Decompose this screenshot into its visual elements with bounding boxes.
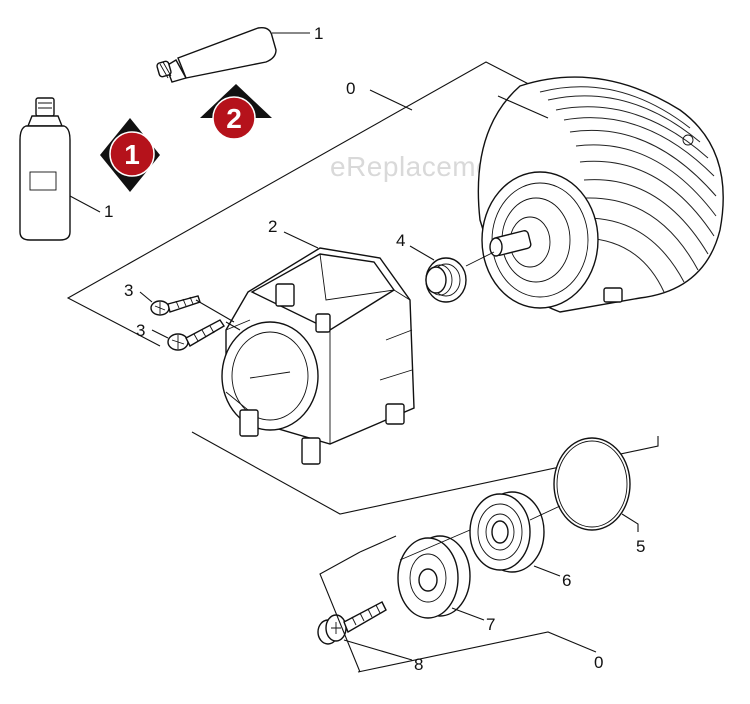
badge-1: 1 [100, 118, 160, 192]
leader-bolt [343, 639, 413, 661]
screw-upper[interactable] [150, 295, 201, 316]
assembly-bracket-bottom-left [319, 551, 361, 673]
badge-2-number: 2 [226, 103, 242, 134]
grease-tube[interactable] [156, 26, 277, 83]
label-housing: 2 [268, 217, 277, 236]
leader-screw-upper [139, 291, 153, 303]
leader-housing [283, 231, 319, 249]
label-oring: 5 [636, 537, 645, 556]
axis-line-cap [399, 529, 471, 561]
leader-cap [451, 607, 485, 621]
leader-motor [497, 95, 549, 119]
ball-bearing[interactable] [469, 491, 545, 573]
assembly-bracket-bottom [357, 535, 597, 673]
badge-1-number: 1 [124, 139, 140, 170]
shaft-seal[interactable] [425, 257, 467, 303]
label-screw-b: 3 [136, 321, 145, 340]
label-assembly-bottom: 0 [594, 653, 603, 672]
label-bearing: 6 [562, 571, 571, 590]
o-ring[interactable] [553, 437, 631, 531]
leader-o-ring [621, 513, 639, 532]
pump-housing[interactable] [221, 247, 415, 465]
label-screw-a: 3 [124, 281, 133, 300]
label-bolt: 8 [414, 655, 423, 674]
leader-assembly-top [369, 89, 413, 111]
axis-line-bearing [529, 505, 561, 521]
housing-group-bracket [191, 431, 659, 515]
motor[interactable] [477, 76, 724, 313]
leader-bottle [69, 195, 101, 213]
label-assembly-top: 0 [346, 79, 355, 98]
axis-line-housing [249, 371, 291, 379]
screw-lower[interactable] [167, 319, 225, 351]
oil-bottle[interactable] [19, 97, 71, 241]
bolt-with-washer[interactable] [317, 601, 387, 645]
label-cap: 7 [486, 615, 495, 634]
label-bottle: 1 [104, 202, 113, 221]
assembly-bracket-top [66, 61, 549, 347]
label-seal: 4 [396, 231, 405, 250]
badge-2: 2 [200, 84, 272, 140]
axis-line-seal [465, 251, 495, 267]
label-tube: 1 [314, 24, 323, 43]
screw-axis-lines [195, 299, 241, 331]
leader-screw-lower [151, 329, 169, 339]
leader-bearing [533, 565, 561, 577]
leader-seal [409, 245, 435, 261]
end-cap[interactable] [397, 535, 471, 619]
